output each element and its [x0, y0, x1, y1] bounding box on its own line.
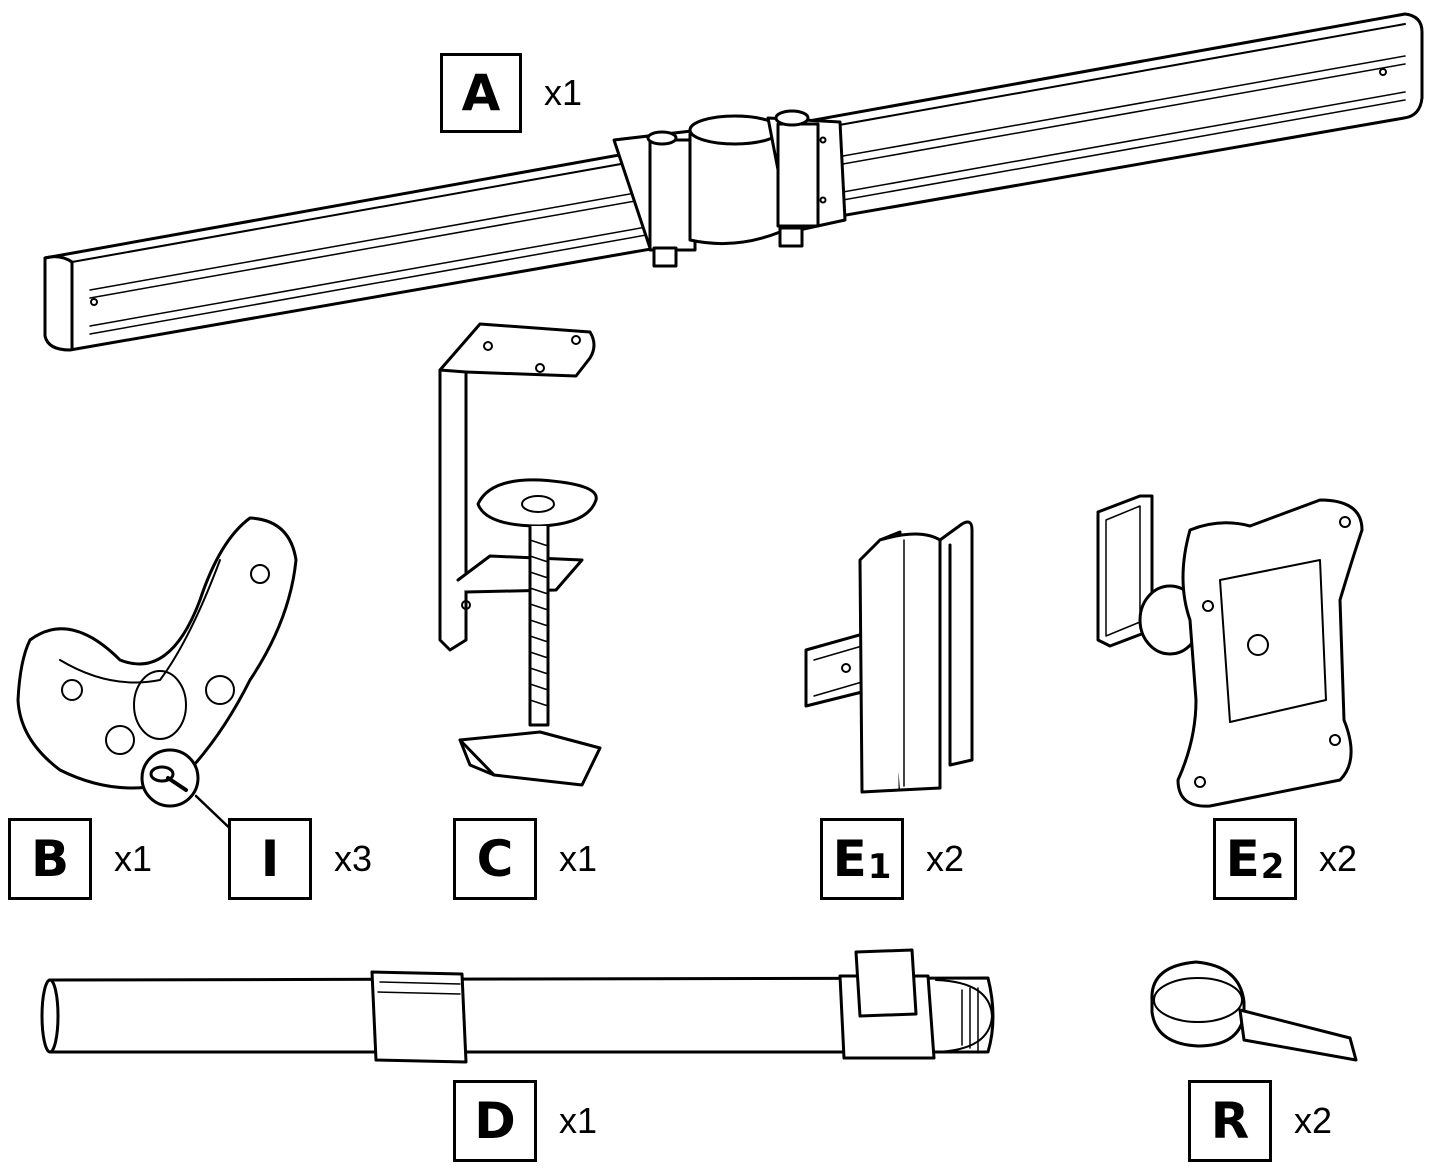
pole-icon	[40, 948, 995, 1064]
part-qty-r: x2	[1294, 1100, 1333, 1141]
desk-clamp-icon	[438, 322, 602, 787]
part-letter-b: B	[8, 818, 92, 900]
vesa-mount-icon	[1096, 494, 1364, 808]
part-letter-r: R	[1188, 1080, 1272, 1162]
part-label-i: I x3	[228, 818, 372, 900]
part-qty-c: x1	[559, 838, 598, 879]
part-letter-a: A	[440, 53, 522, 133]
part-qty-b: x1	[114, 838, 153, 879]
part-label-r: R x2	[1188, 1080, 1332, 1162]
cable-strap-icon	[1150, 960, 1358, 1062]
part-label-d: D x1	[453, 1080, 597, 1162]
part-label-c: C x1	[453, 818, 597, 900]
part-qty-e2: x2	[1319, 838, 1358, 879]
part-label-b: B x1	[8, 818, 152, 900]
base-bracket-icon	[16, 516, 298, 790]
part-label-a: A x1	[440, 53, 582, 133]
crossbar-icon	[43, 12, 1424, 352]
part-qty-d: x1	[559, 1100, 598, 1141]
part-qty-e1: x2	[926, 838, 965, 879]
part-letter-i: I	[228, 818, 312, 900]
part-qty-a: x1	[544, 72, 583, 113]
screw-icon	[140, 748, 242, 840]
part-letter-c: C	[453, 818, 537, 900]
slide-bracket-icon	[804, 520, 974, 794]
part-letter-d: D	[453, 1080, 537, 1162]
part-qty-i: x3	[334, 838, 373, 879]
